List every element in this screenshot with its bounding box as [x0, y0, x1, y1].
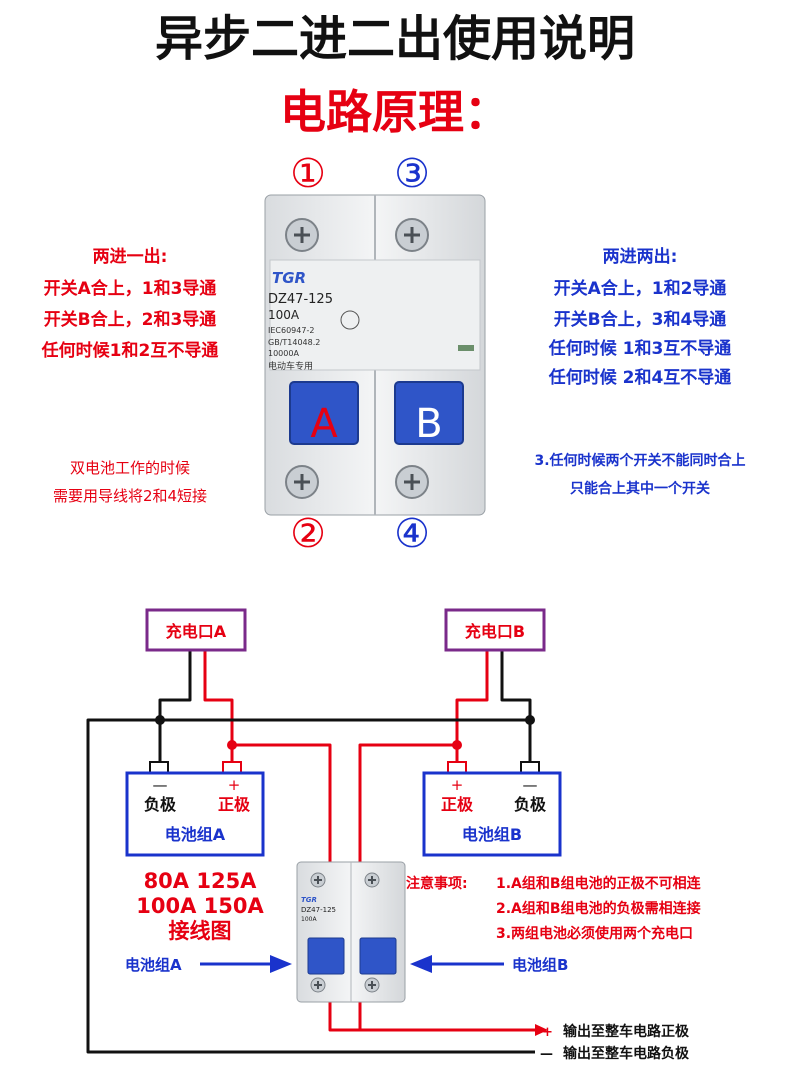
svg-text:接线图: 接线图 — [169, 919, 232, 943]
svg-text:+: + — [228, 776, 241, 794]
output-positive: + 输出至整车电路正极 — [535, 1023, 690, 1040]
page-title: 异步二进二出使用说明 — [155, 11, 635, 67]
svg-text:1.A组和B组电池的正极不可相连: 1.A组和B组电池的正极不可相连 — [496, 875, 702, 892]
junction-dots — [155, 715, 535, 750]
arrow-left: 电池组A — [125, 955, 292, 974]
svg-text:—: — — [153, 776, 168, 794]
svg-text:注意事项:: 注意事项: — [406, 875, 468, 892]
svg-text:双电池工作的时候: 双电池工作的时候 — [70, 459, 190, 477]
svg-text:正极: 正极 — [218, 795, 251, 814]
svg-text:任何时候 2和4互不导通: 任何时候 2和4互不导通 — [548, 367, 732, 388]
breaker-large: TGR DZ47-125 100A IEC60947-2 GB/T14048.2… — [264, 194, 486, 516]
charge-port-b: 充电口B — [444, 608, 546, 652]
wire-port-a-positive — [203, 650, 234, 762]
svg-text:开关A合上，1和2导通: 开关A合上，1和2导通 — [554, 278, 727, 299]
breaker-rating: 100A — [268, 308, 300, 322]
svg-text:TGR: TGR — [301, 896, 317, 904]
arrow-right-icon — [270, 955, 292, 973]
cert-mark-icon — [340, 310, 360, 330]
terminal-label-1: ① — [290, 151, 326, 197]
battery-b: + — 正极 负极 电池组B — [422, 761, 562, 857]
breaker-spec-1: IEC60947-2 — [268, 326, 314, 335]
svg-text:+: + — [451, 776, 464, 794]
breaker-model: DZ47-125 — [268, 292, 333, 307]
battery-a: — + 负极 正极 电池组A — [125, 761, 265, 857]
wire-port-b-negative — [500, 650, 532, 762]
svg-text:输出至整车电路负极: 输出至整车电路负极 — [563, 1045, 690, 1062]
wiring — [86, 650, 535, 1054]
svg-text:两进两出:: 两进两出: — [603, 246, 678, 267]
cautions: 注意事项: 1.A组和B组电池的正极不可相连 2.A组和B组电池的负极需相连接 … — [406, 875, 702, 942]
svg-text:电池组B: 电池组B — [462, 825, 522, 844]
svg-text:充电口A: 充电口A — [166, 622, 227, 641]
svg-text:正极: 正极 — [441, 795, 474, 814]
toggle-a — [289, 381, 359, 445]
wire-negative-output — [86, 718, 535, 1054]
breaker-small: TGR DZ47-125 100A — [296, 861, 406, 1003]
wire-positive-output — [328, 1000, 535, 1032]
terminal-label-2: ② — [290, 511, 326, 557]
svg-text:负极: 负极 — [514, 795, 547, 814]
switch-rule-note: 3.任何时候两个开关不能同时合上 只能合上其中一个开关 — [534, 452, 745, 497]
svg-text:负极: 负极 — [144, 795, 177, 814]
svg-text:—: — — [540, 1047, 553, 1062]
arrow-right: 电池组B — [410, 955, 568, 974]
svg-text:电池组B: 电池组B — [512, 956, 568, 974]
svg-text:+: + — [542, 1025, 553, 1040]
arrow-head-icon — [535, 1024, 548, 1036]
svg-text:DZ47-125: DZ47-125 — [301, 906, 336, 914]
svg-text:开关B合上，3和4导通: 开关B合上，3和4导通 — [554, 309, 727, 330]
svg-text:100A: 100A — [301, 916, 317, 923]
ratings: 80A 125A 100A 150A 接线图 — [136, 869, 264, 943]
svg-text:充电口B: 充电口B — [465, 622, 525, 641]
toggle-b — [394, 381, 464, 445]
breaker-spec-2: GB/T14048.2 — [268, 338, 320, 347]
svg-text:3.任何时候两个开关不能同时合上: 3.任何时候两个开关不能同时合上 — [534, 452, 745, 469]
svg-text:100A 150A: 100A 150A — [136, 894, 264, 918]
wire-port-b-positive — [455, 650, 489, 762]
charge-port-a: 充电口A — [145, 608, 247, 652]
svg-text:任何时候 1和3互不导通: 任何时候 1和3互不导通 — [548, 338, 732, 359]
right-notes: 两进两出: 开关A合上，1和2导通 开关B合上，3和4导通 任何时候 1和3互不… — [548, 246, 732, 388]
wire-b-to-breaker — [358, 743, 457, 870]
page-subtitle: 电路原理： — [280, 85, 510, 139]
svg-text:只能合上其中一个开关: 只能合上其中一个开关 — [570, 480, 710, 497]
svg-text:80A 125A: 80A 125A — [144, 869, 258, 893]
arrow-left-icon — [410, 955, 432, 973]
svg-text:开关B合上，2和3导通: 开关B合上，2和3导通 — [44, 309, 217, 330]
breaker-usage: 电动车专用 — [268, 360, 313, 372]
svg-text:任何时候1和2互不导通: 任何时候1和2互不导通 — [41, 340, 219, 361]
wire-port-a-negative — [158, 650, 192, 762]
svg-text:开关A合上，1和3导通: 开关A合上，1和3导通 — [44, 278, 217, 299]
svg-text:3.两组电池必须使用两个充电口: 3.两组电池必须使用两个充电口 — [496, 925, 693, 942]
switch-b-label: B — [415, 401, 442, 447]
svg-text:—: — — [523, 776, 538, 794]
svg-text:输出至整车电路正极: 输出至整车电路正极 — [563, 1023, 690, 1040]
output-negative: — 输出至整车电路负极 — [540, 1045, 690, 1062]
wire-a-to-breaker — [232, 743, 332, 870]
breaker-brand: TGR — [272, 269, 306, 287]
svg-text:需要用导线将2和4短接: 需要用导线将2和4短接 — [53, 487, 207, 505]
dual-battery-note: 双电池工作的时候 需要用导线将2和4短接 — [53, 459, 207, 505]
left-notes: 两进一出: 开关A合上，1和3导通 开关B合上，2和3导通 任何时候1和2互不导… — [41, 246, 219, 361]
terminal-label-4: ④ — [394, 511, 430, 557]
switch-a-label: A — [310, 401, 338, 447]
breaker-capacity: 10000A — [268, 349, 299, 358]
svg-text:电池组A: 电池组A — [125, 956, 182, 974]
svg-text:2.A组和B组电池的负极需相连接: 2.A组和B组电池的负极需相连接 — [496, 900, 701, 917]
svg-text:电池组A: 电池组A — [165, 825, 226, 844]
terminal-label-3: ③ — [394, 151, 430, 197]
svg-text:两进一出:: 两进一出: — [93, 246, 168, 267]
